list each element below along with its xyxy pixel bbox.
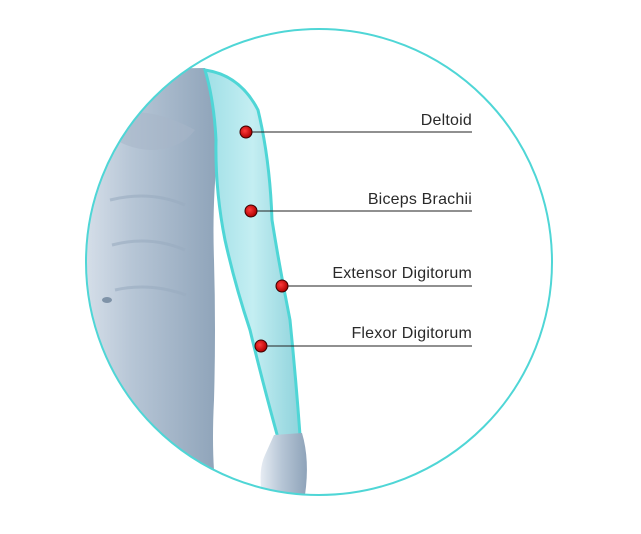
callout-biceps-brachii: Biceps Brachii [244, 191, 472, 218]
callout-flexor-digitorum: Flexor Digitorum [254, 325, 472, 353]
abdominal-lines [109, 194, 187, 297]
hand-shape [260, 433, 307, 495]
callout-deltoid: Deltoid [239, 112, 472, 139]
navel [102, 297, 112, 303]
muscle-marker-dot [254, 339, 268, 353]
label-extensor-digitorum: Extensor Digitorum [332, 265, 472, 282]
label-deltoid: Deltoid [421, 112, 472, 129]
label-flexor-digitorum: Flexor Digitorum [351, 325, 472, 342]
muscle-marker-dot [275, 279, 289, 293]
frame-ring [85, 28, 553, 496]
label-biceps-brachii: Biceps Brachii [368, 191, 472, 208]
callout-extensor-digitorum: Extensor Digitorum [275, 265, 472, 293]
arm-highlight [202, 68, 302, 440]
muscle-marker-dot [239, 125, 253, 139]
muscle-marker-dot [244, 204, 258, 218]
